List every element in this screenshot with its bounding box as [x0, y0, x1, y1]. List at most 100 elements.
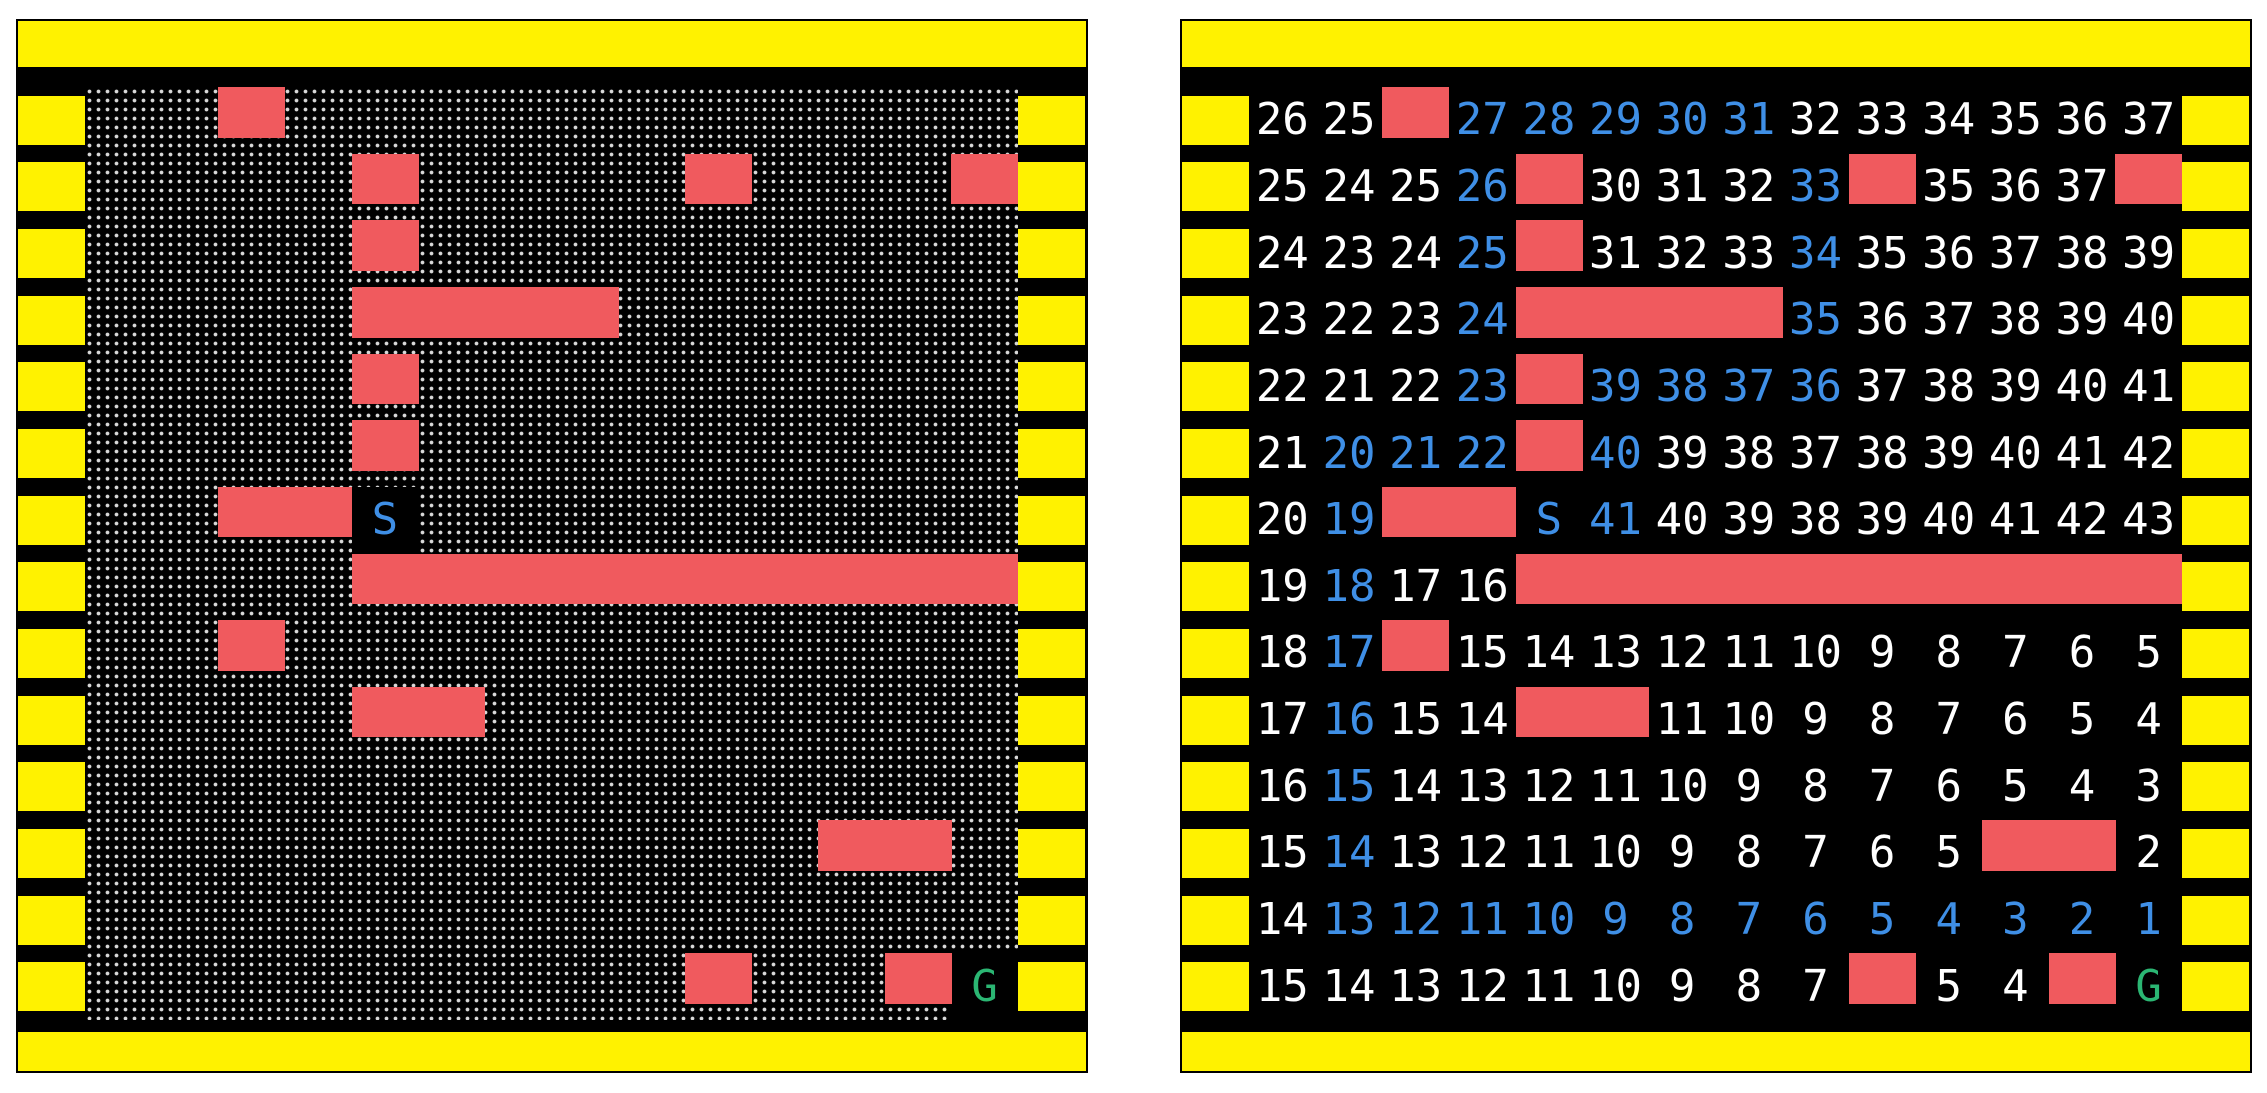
distance-value: 37: [2122, 94, 2176, 146]
obstacle: [1382, 87, 1450, 138]
distance-value: 39: [1655, 427, 1709, 479]
distance-value: 24: [1389, 227, 1443, 279]
distance-value: 14: [1522, 627, 1576, 679]
distance-value: 40: [1988, 427, 2042, 479]
path-distance-value: 18: [1322, 560, 1376, 612]
wall-bottom: [1182, 1032, 2250, 1071]
path-distance-value: 5: [1868, 894, 1896, 946]
distance-value: 41: [2122, 360, 2176, 412]
obstacle: [2115, 153, 2183, 205]
distance-value: 39: [1988, 360, 2042, 412]
distance-value: 8: [1935, 627, 1962, 679]
obstacle: [1515, 286, 1583, 338]
obstacle: [1715, 553, 1783, 605]
distance-value: 16: [1455, 560, 1509, 612]
obstacle: [684, 953, 752, 1004]
path-distance-value: 13: [1322, 894, 1376, 946]
obstacle: [351, 220, 419, 271]
obstacle: [1982, 553, 2050, 605]
wall-left-segment: [1182, 95, 1249, 145]
distance-value: 3: [2135, 760, 2162, 812]
distance-value: 40: [1922, 494, 1976, 546]
obstacle: [1382, 486, 1450, 538]
distance-value: 37: [2055, 160, 2109, 212]
distance-value: 20: [1255, 494, 1309, 546]
obstacle: [351, 553, 419, 605]
obstacle: [1848, 153, 1916, 205]
distance-value: 33: [1855, 94, 1909, 146]
distance-value: 14: [1389, 760, 1443, 812]
distance-value: 5: [2002, 760, 2029, 812]
obstacle: [1782, 553, 1850, 605]
distance-value: 16: [1255, 760, 1309, 812]
start-marker: S: [371, 494, 399, 546]
distance-value: 25: [1389, 160, 1443, 212]
distance-value: 23: [1322, 227, 1376, 279]
distance-value: 37: [1922, 294, 1976, 346]
distance-value: 9: [1802, 694, 1829, 746]
obstacle: [884, 553, 952, 605]
path-distance-value: 20: [1322, 427, 1376, 479]
wall-right-segment: [1018, 828, 1085, 878]
wall-right-segment: [2182, 762, 2249, 812]
distance-value: 39: [2055, 294, 2109, 346]
path-distance-value: 33: [1788, 160, 1842, 212]
wall-left-segment: [1182, 429, 1249, 479]
wall-left-segment: [1182, 295, 1249, 345]
wall-bottom: [18, 1032, 1086, 1071]
distance-value: 21: [1255, 427, 1309, 479]
obstacle: [1515, 153, 1583, 205]
path-distance-value: 2: [2068, 894, 2096, 946]
obstacle: [2115, 553, 2183, 605]
distance-value: 4: [2068, 760, 2096, 812]
obstacle: [1515, 553, 1583, 605]
obstacle: [1982, 820, 2050, 871]
wall-left-segment: [1182, 562, 1249, 612]
distance-value: 31: [1589, 227, 1642, 279]
distance-value: 11: [1522, 960, 1576, 1012]
path-distance-value: 3: [2002, 894, 2029, 946]
wall-right-segment: [2182, 628, 2249, 678]
distance-value: 11: [1722, 627, 1776, 679]
obstacle: [1715, 286, 1783, 338]
distance-value: 10: [1589, 827, 1642, 879]
distance-value: 36: [1855, 294, 1909, 346]
distance-value: 14: [1455, 694, 1509, 746]
distance-value: 38: [1922, 360, 1976, 412]
distance-value: 6: [1868, 827, 1896, 879]
wall-top: [1182, 21, 2250, 67]
wall-left-segment: [18, 229, 85, 279]
distance-value: 38: [1788, 494, 1842, 546]
distance-value: 8: [1735, 827, 1763, 879]
distance-value: 15: [1389, 694, 1443, 746]
path-distance-value: 39: [1589, 360, 1642, 412]
distance-value: 39: [1722, 494, 1776, 546]
distance-value: 42: [2055, 494, 2109, 546]
obstacle: [418, 286, 486, 338]
distance-value: 7: [1802, 827, 1829, 879]
distance-value: 41: [2055, 427, 2109, 479]
obstacle: [2048, 553, 2116, 605]
distance-value: 37: [1855, 360, 1909, 412]
distance-value: 4: [2135, 694, 2162, 746]
wall-right-segment: [2182, 895, 2249, 945]
distance-value: 12: [1455, 960, 1509, 1012]
wall-left-segment: [1182, 895, 1249, 945]
obstacle: [618, 553, 686, 605]
wall-right-segment: [1018, 762, 1085, 812]
distance-value: 36: [1988, 160, 2042, 212]
distance-value: 38: [1988, 294, 2042, 346]
distance-value: 38: [1722, 427, 1776, 479]
path-distance-value: 21: [1389, 427, 1443, 479]
distance-value: 12: [1655, 627, 1709, 679]
path-distance-value: 8: [1668, 894, 1696, 946]
path-distance-value: 1: [2135, 894, 2162, 946]
wall-top: [18, 21, 1086, 67]
distance-value: 42: [2122, 427, 2176, 479]
wall-right-segment: [1018, 429, 1085, 479]
distance-value: 5: [1935, 960, 1962, 1012]
distance-value: 11: [1655, 694, 1709, 746]
distance-value: 22: [1255, 360, 1309, 412]
obstacle: [1582, 286, 1650, 338]
